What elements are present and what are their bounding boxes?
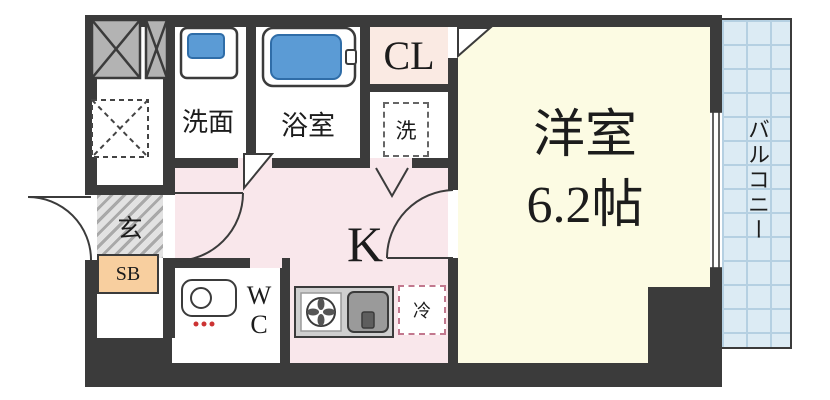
bathroom-label: 浴室 (281, 110, 335, 141)
washer-label: 洗 (395, 118, 417, 143)
washroom-label: 洗面 (181, 107, 234, 137)
sink-icon (179, 26, 239, 80)
wall-segment (448, 58, 458, 84)
wall-segment (85, 185, 175, 195)
wall-pillar (85, 338, 172, 387)
wall-segment (710, 268, 722, 387)
dashed-cross-box-icon (91, 99, 149, 158)
refrigerator-label: 冷 (413, 301, 431, 321)
wall-segment (282, 258, 290, 268)
wall-segment (246, 27, 256, 158)
wall-segment (360, 27, 370, 158)
wall-segment (85, 27, 97, 185)
wall-segment (163, 158, 238, 168)
kitchen-label: K (346, 216, 384, 272)
toilet-label: WC (246, 281, 272, 339)
bathtub-icon (261, 26, 357, 88)
wall-segment (710, 27, 722, 112)
shaft-cross-icon (90, 18, 169, 80)
wall-segment (448, 92, 458, 190)
closet-label: CL (383, 33, 435, 78)
wall-segment (272, 158, 370, 168)
main-room-size: 6.2帖 (526, 177, 644, 234)
wall-segment (280, 268, 290, 363)
refrigerator-space: 冷 (398, 285, 446, 335)
room-closet-floor (370, 27, 448, 84)
main-room-name: 洋室 (532, 107, 637, 164)
wall-segment (85, 15, 722, 27)
balcony-floor (722, 18, 792, 349)
wall-segment (85, 363, 722, 387)
entrance-area: 玄 (97, 195, 163, 258)
entrance-label: 玄 (117, 215, 143, 243)
balcony-label: バルコニー (745, 117, 770, 243)
wall-segment (360, 84, 458, 92)
shoe-box: SB (97, 254, 159, 294)
wall-segment (412, 158, 458, 168)
window-icon (710, 111, 722, 269)
entrance-door-arc (27, 196, 92, 261)
wall-segment (163, 258, 175, 338)
wall-pillar (648, 287, 722, 387)
wall-segment (163, 258, 250, 268)
wall-segment (448, 258, 458, 363)
washer-space: 洗 (383, 102, 429, 157)
main-room-label: 洋室 6.2帖 (462, 96, 708, 246)
shoe-box-label: SB (115, 262, 141, 285)
